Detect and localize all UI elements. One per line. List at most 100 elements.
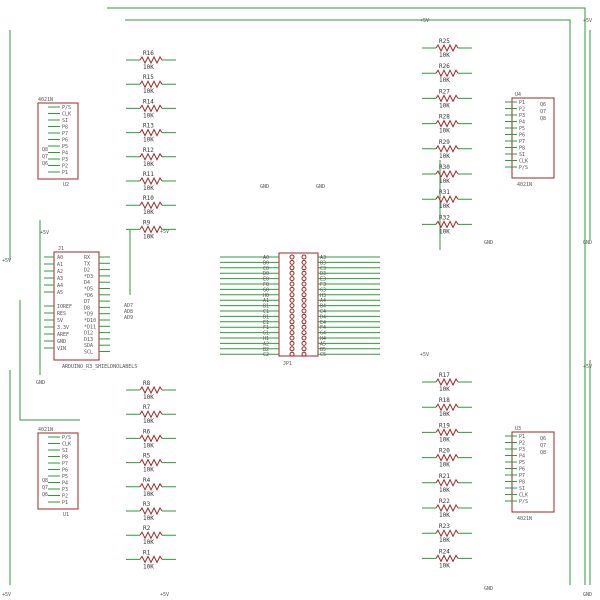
pin-label: P4 [62, 151, 68, 157]
resistor-ref: R13 [143, 123, 154, 130]
resistor-value: 10K [143, 209, 154, 216]
header-pad [289, 351, 295, 357]
resistor-value: 10K [439, 537, 450, 544]
resistor-symbol [435, 220, 459, 229]
pin-label: 5V [57, 318, 63, 324]
pin-label: P/S [519, 499, 528, 505]
ic-u4-ref: U4 [515, 92, 521, 98]
pin-label: A2 [263, 341, 269, 347]
resistor-symbol [139, 128, 163, 137]
pin-label: B3 [320, 260, 326, 266]
resistor-ref: R6 [143, 428, 151, 435]
resistor-value: 10K [439, 178, 450, 185]
pin-label: G4 [320, 331, 326, 337]
gnd-label: GND [583, 592, 592, 598]
resistor-ref: R19 [439, 422, 450, 429]
resistor-symbol [139, 104, 163, 113]
pin-label: D8 [84, 305, 90, 311]
resistor-ref: R29 [439, 139, 450, 146]
pin-label: P3 [62, 157, 68, 163]
pin-label: D2 [84, 268, 90, 274]
pin-label: H1 [263, 336, 269, 342]
resistor-symbol [139, 482, 163, 491]
pin-label: P7 [62, 461, 68, 467]
pin-label: A5 [320, 341, 326, 347]
resistor-symbol [139, 55, 163, 65]
resistor-ref: R5 [143, 453, 151, 460]
resistor-symbol [139, 531, 163, 540]
pin-label: Q8 [42, 147, 48, 153]
resistor-ref: R4 [143, 477, 151, 484]
resistor-symbol [139, 201, 163, 210]
pin-label: Q8 [540, 116, 546, 122]
resistor-symbol [435, 119, 459, 128]
header-pad [301, 346, 307, 352]
pin-label: G3 [320, 287, 326, 293]
pin-label: P2 [62, 494, 68, 500]
resistor-symbol [435, 69, 459, 78]
header-pad [301, 313, 307, 319]
header-pad [301, 265, 307, 271]
pin-label: D7 [84, 299, 90, 305]
pin-label: P4 [62, 481, 68, 487]
pin-label: P7 [62, 131, 68, 137]
gnd-label: GND [484, 240, 493, 246]
resistor-value: 10K [143, 563, 154, 570]
pin-label: F1 [263, 325, 269, 331]
resistor-ref: R9 [143, 219, 151, 226]
pin-label: TX [84, 261, 90, 267]
resistor-ref: R23 [439, 523, 450, 530]
header-pad [289, 340, 295, 346]
pin-label: P6 [519, 467, 525, 473]
pin-label: P8 [519, 146, 525, 152]
pin-label: C2 [263, 352, 269, 358]
pin-label: F3 [320, 282, 326, 288]
resistor-value: 10K [143, 161, 154, 168]
connector-jp1: JP1 A0B0C0D0E0F0G0H0A1B1C1D1E1F1G1H1A2B2… [220, 252, 380, 367]
pin-label: E0 [263, 277, 269, 283]
pin-label: C3 [320, 266, 326, 272]
pin-label: RX [84, 255, 90, 261]
resistor-value: 10K [439, 228, 450, 235]
pin-label: A1 [263, 298, 269, 304]
pin-label: *D10 [84, 318, 96, 324]
header-pad [289, 330, 295, 336]
ic-u2-value: 4021N [38, 97, 53, 103]
pin-label: B1 [263, 304, 269, 310]
gnd-label: GND [36, 380, 45, 386]
pin-label: SI [62, 448, 68, 454]
resistor-value: 10K [439, 411, 450, 418]
pin-label: C5 [320, 352, 326, 358]
resistor-symbol [139, 152, 163, 161]
resistor-symbol [139, 458, 163, 467]
header-pad [301, 281, 307, 287]
pin-label: P2 [519, 441, 525, 447]
resistor-array-top-center: R1610KR1510KR1410KR1310KR1210KR1110KR101… [126, 50, 176, 240]
pin-label: CLK [519, 159, 528, 165]
vcc-label: +5V [2, 592, 11, 598]
resistor-symbol [139, 225, 163, 234]
header-pad [289, 254, 295, 260]
pin-label: H3 [320, 293, 326, 299]
header-pad [289, 346, 295, 352]
resistor-ref: R7 [143, 404, 151, 411]
arduino-pins: A0A1A2A3A4A5IOREFRES5V3.3VAREFGNDVINRXTX… [44, 255, 110, 356]
resistor-symbol [435, 529, 459, 538]
vcc-label: +5V [2, 258, 11, 264]
resistor-symbol [435, 94, 459, 103]
pin-label: P5 [519, 126, 525, 132]
resistor-ref: R11 [143, 171, 154, 178]
resistor-ref: R24 [439, 548, 450, 555]
arduino-shield: J1 ARDUINO_R3_SHIELDNOLABELS A0A1A2A3A4A… [44, 246, 137, 370]
resistor-symbol [435, 144, 459, 153]
resistor-symbol [435, 478, 459, 487]
header-pad [289, 276, 295, 282]
resistor-symbol [435, 195, 459, 204]
